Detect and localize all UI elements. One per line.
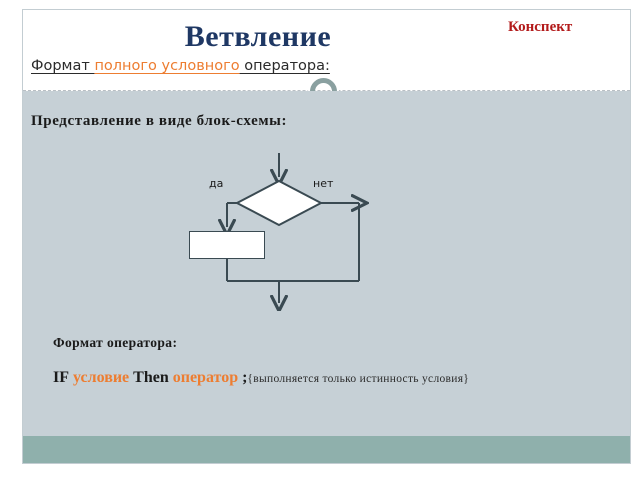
section-heading: Представление в виде блок-схемы: xyxy=(31,113,288,129)
flowchart: да нет xyxy=(173,151,393,311)
footer-bar xyxy=(23,436,630,463)
branch-label-no: нет xyxy=(313,177,334,190)
syntax-line: IF условие Then оператор ;{выполняется т… xyxy=(53,369,469,387)
subtitle-prefix: Формат xyxy=(31,58,95,74)
subtitle-suffix: оператора: xyxy=(239,58,330,74)
condition-token: условие xyxy=(73,369,130,386)
page-title: Ветвление xyxy=(184,20,332,53)
branch-label-yes: да xyxy=(209,177,224,190)
process-box xyxy=(189,231,265,259)
operator-token: оператор xyxy=(172,369,239,386)
subtitle: Формат полного условного оператора: xyxy=(31,58,330,74)
format-heading: Формат оператора: xyxy=(53,335,178,350)
syntax-comment: {выполняется только истинность условия} xyxy=(247,373,470,385)
slide-header: Ветвление Конспект Формат полного условн… xyxy=(23,10,630,90)
semicolon-token: ; xyxy=(242,369,248,386)
then-keyword: Then xyxy=(133,369,169,386)
subtitle-accent: полного условного xyxy=(94,58,240,74)
flowchart-diagram xyxy=(173,153,393,311)
note-badge: Конспект xyxy=(508,19,573,35)
slide-body: Представление в виде блок-схемы: xyxy=(23,91,630,436)
slide: Ветвление Конспект Формат полного условн… xyxy=(22,9,631,464)
if-keyword: IF xyxy=(53,369,69,386)
